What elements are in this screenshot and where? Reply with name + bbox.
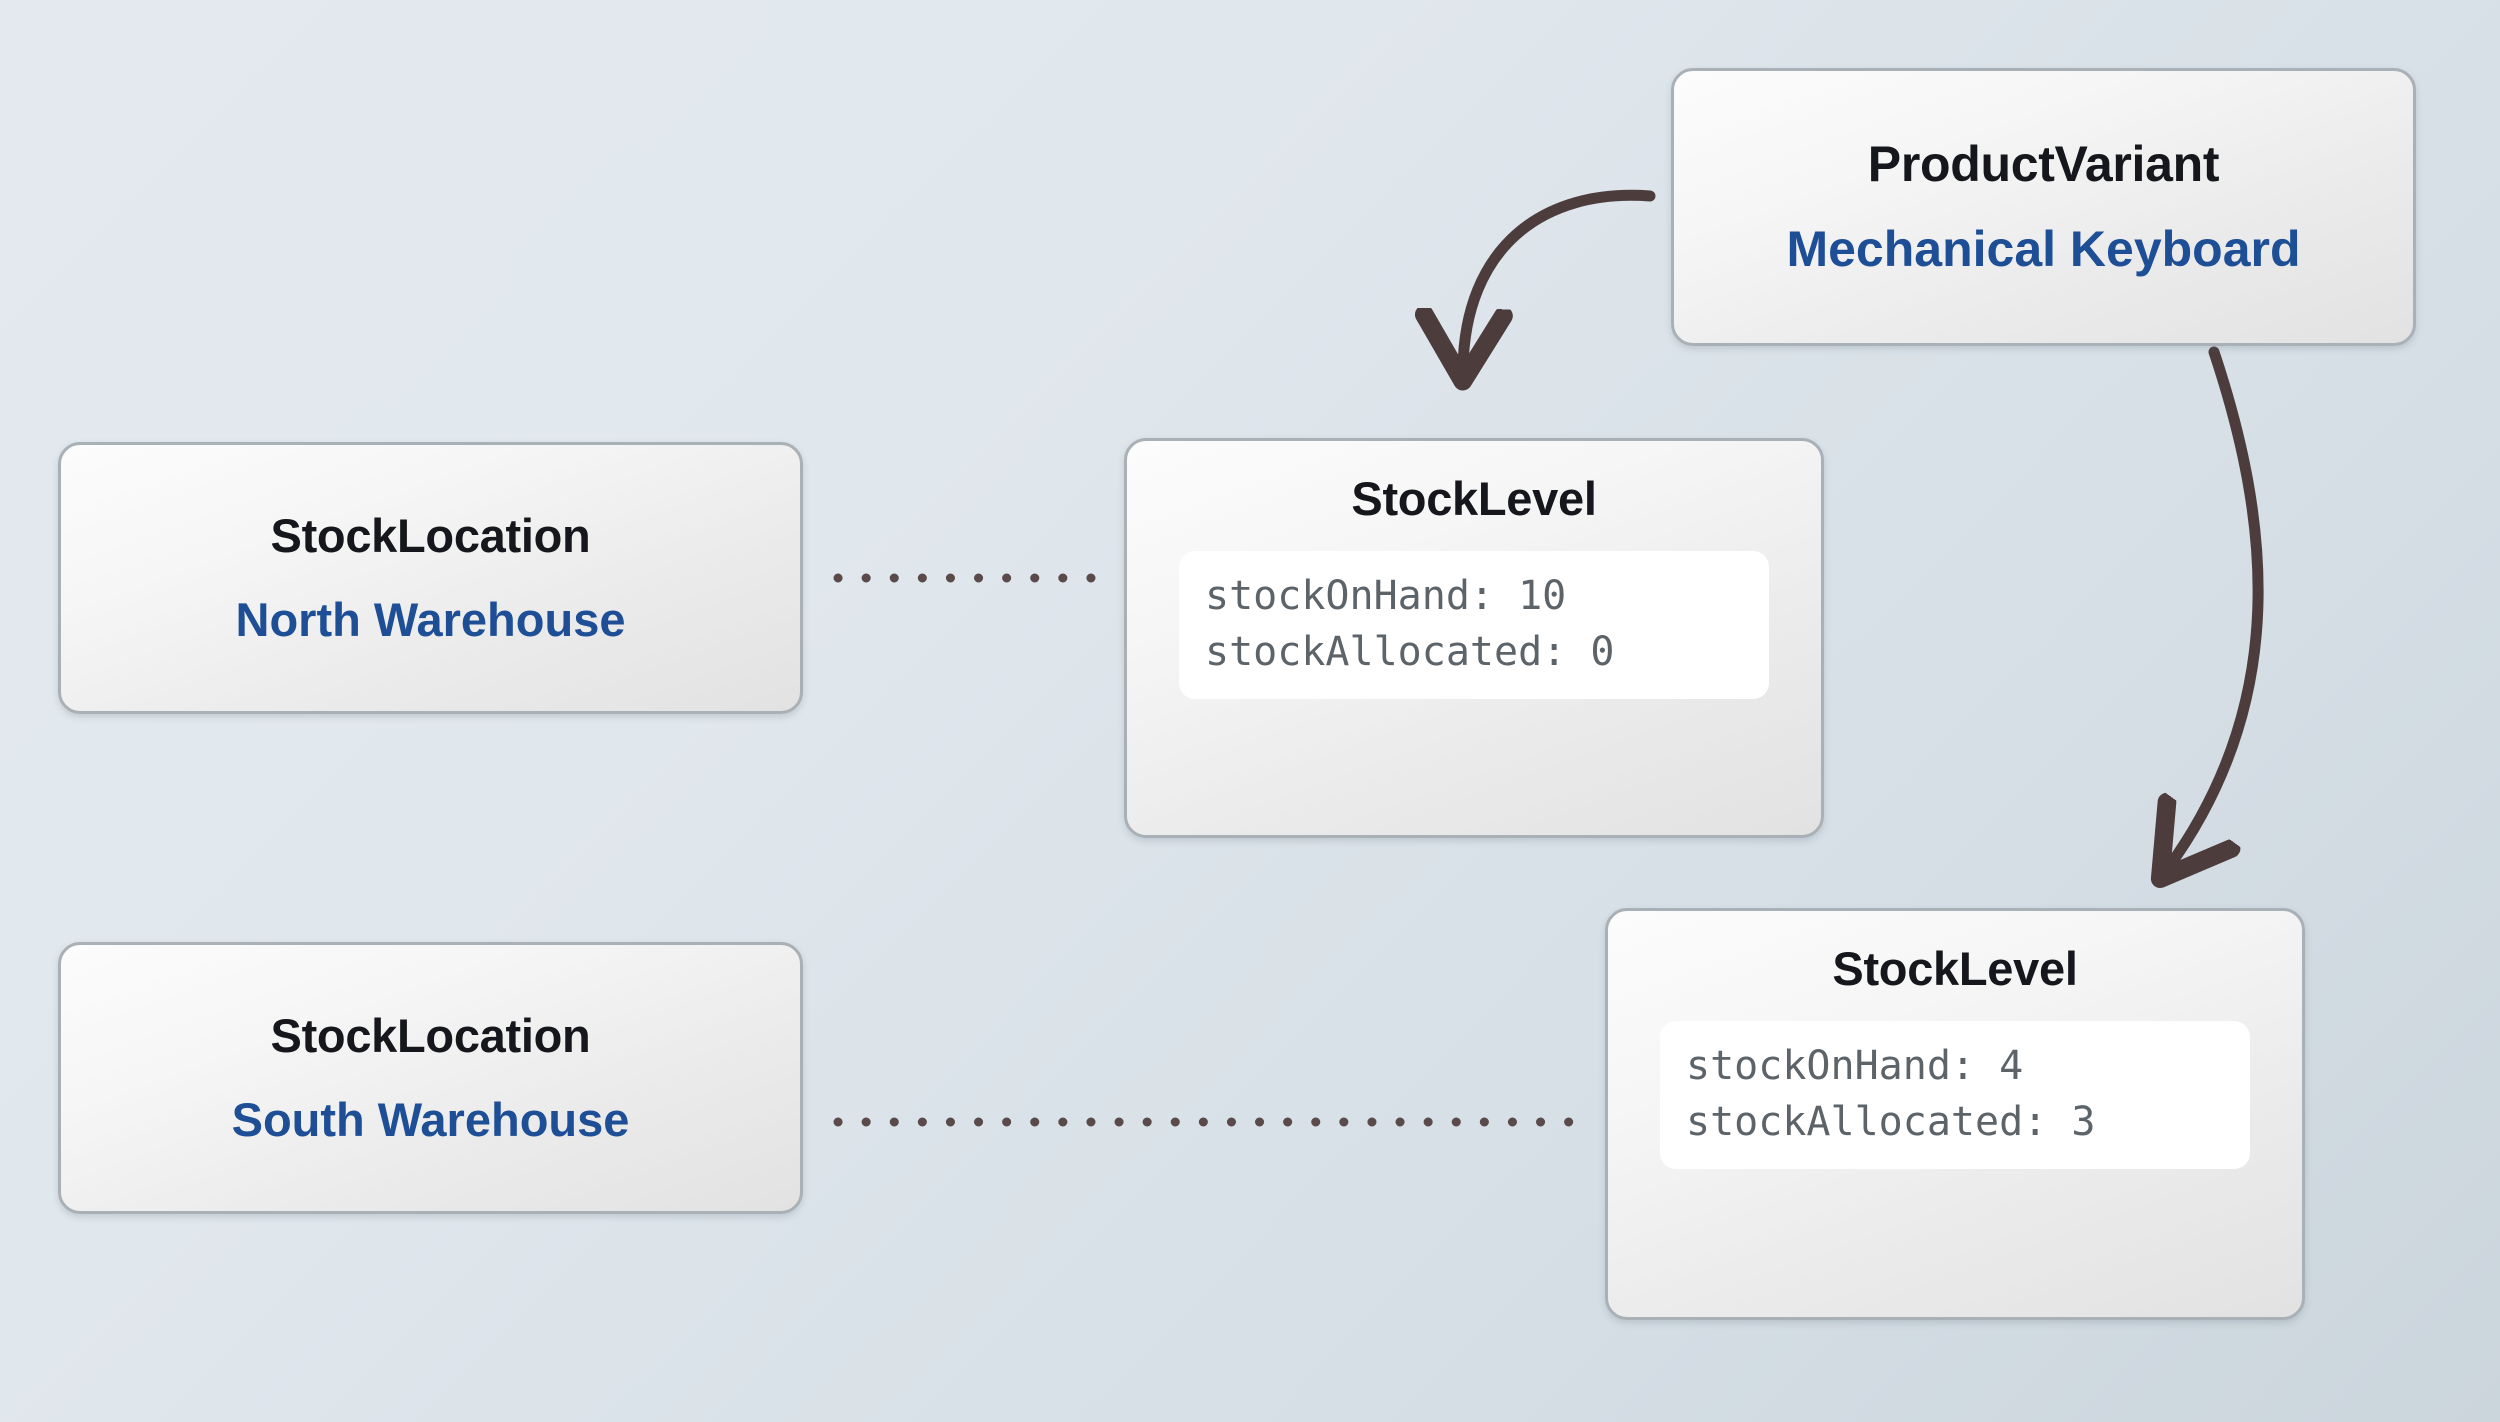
edge-variant-to-stocklevel-south (2168, 346, 2264, 868)
attribute-stock-allocated: stockAllocated: 0 (1205, 628, 1615, 675)
attribute-stock-on-hand: stockOnHand: 4 (1686, 1042, 2024, 1089)
node-entity-label: StockLocation (270, 509, 591, 563)
edge-variant-to-stocklevel-north (1463, 189, 1656, 368)
attribute-stock-allocated: stockAllocated: 3 (1686, 1098, 2096, 1145)
node-entity-label: ProductVariant (1867, 136, 2220, 192)
node-entity-label: StockLevel (1351, 472, 1597, 525)
node-stocklevel-north[interactable]: StockLevel stockOnHand: 10 stockAllocate… (1124, 438, 1824, 838)
node-name-label: Mechanical Keyboard (1786, 221, 2301, 277)
node-product-variant[interactable]: ProductVariant Mechanical Keyboard (1671, 68, 2416, 346)
node-stocklocation-north[interactable]: StockLocation North Warehouse (58, 442, 803, 714)
attribute-panel: stockOnHand: 4 stockAllocated: 3 (1660, 1020, 2250, 1169)
node-name-label: North Warehouse (235, 593, 626, 646)
node-name-label: South Warehouse (231, 1093, 630, 1146)
node-stocklevel-south[interactable]: StockLevel stockOnHand: 4 stockAllocated… (1605, 908, 2305, 1320)
attribute-panel: stockOnHand: 10 stockAllocated: 0 (1179, 550, 1769, 699)
node-entity-label: StockLocation (270, 1009, 591, 1063)
node-stocklocation-south[interactable]: StockLocation South Warehouse (58, 942, 803, 1214)
attribute-stock-on-hand: stockOnHand: 10 (1205, 572, 1567, 619)
node-entity-label: StockLevel (1832, 942, 2078, 995)
